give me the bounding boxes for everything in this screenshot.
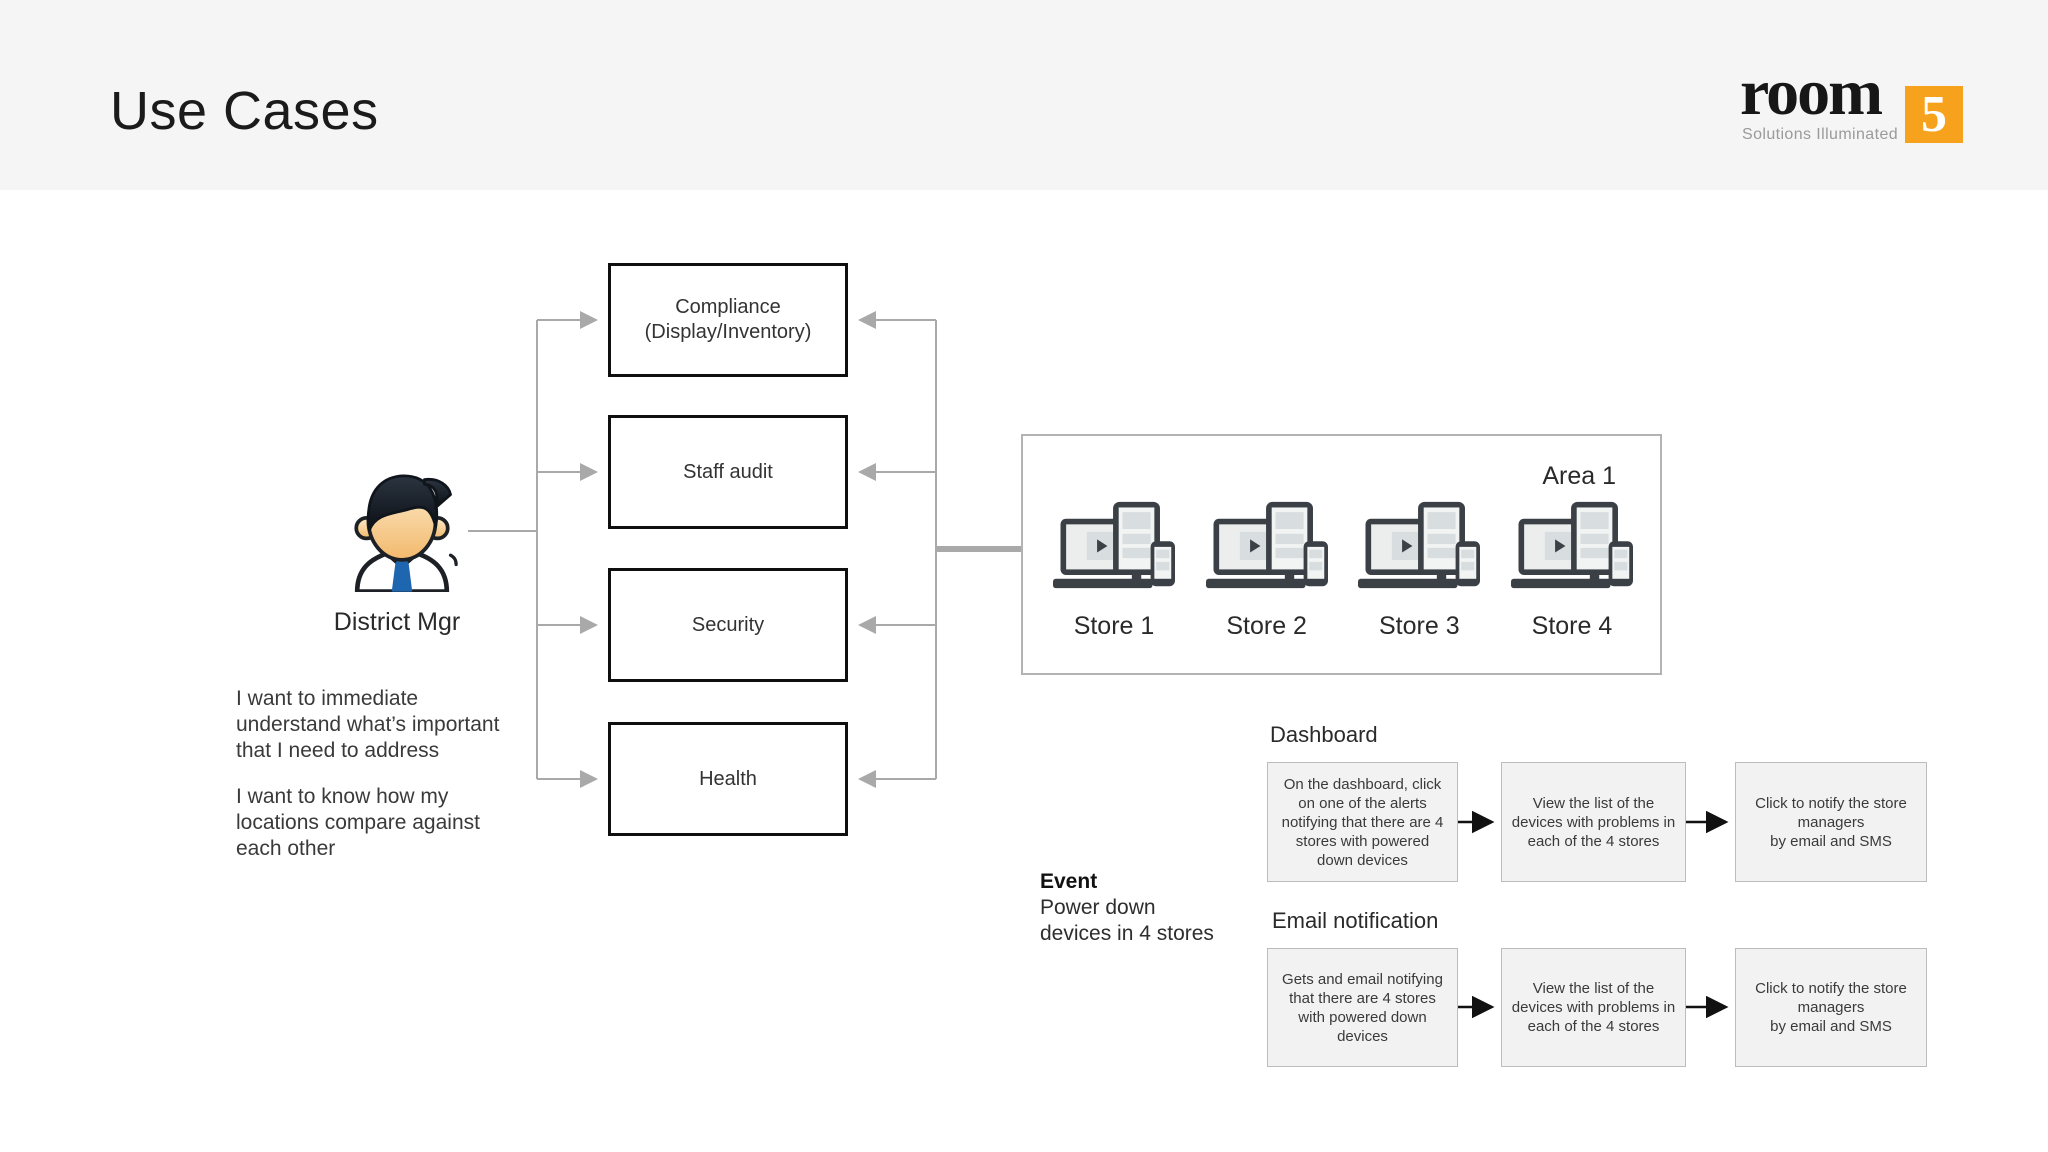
page-title: Use Cases [110,81,379,141]
usecase-security: Security [608,568,848,682]
flow-title-email-notification: Email notification [1272,908,1439,933]
district-manager-icon [354,474,458,592]
actor-goal-1: I want to immediate understand what’s im… [236,687,500,762]
devices-icon [1053,501,1175,589]
dashboard-step-3: Click to notify the store managers by em… [1735,762,1927,882]
usecase-health: Health [608,722,848,836]
dashboard-step-1: On the dashboard, click on one of the al… [1267,762,1458,882]
store-label: Store 1 [1073,612,1155,640]
store-1: Store 1 [1045,498,1183,641]
logo-badge-number: 5 [1921,86,1947,143]
area-label: Area 1 [1542,462,1616,490]
store-3: Store 3 [1350,498,1488,641]
store-4: Store 4 [1503,498,1641,641]
stores-row: Store 1 Store 2 Store 3 Store 4 [1045,498,1641,641]
actor-name: District Mgr [333,608,461,636]
actor-goal-2: I want to know how my locations compare … [236,785,480,860]
area-box: Area 1 [1021,434,1662,675]
devices-icon [1510,501,1633,589]
email-step-3: Click to notify the store managers by em… [1735,948,1927,1067]
devices-icon [1358,501,1481,589]
email-step-2: View the list of the devices with proble… [1501,948,1686,1067]
event-note: Event Power down devices in 4 stores [1040,869,1270,947]
logo-badge: 5 [1905,86,1963,143]
store-label: Store 4 [1531,612,1613,640]
flow-title-dashboard: Dashboard [1270,722,1378,747]
header: Use Cases room Solutions Illuminated 5 [0,0,2048,190]
event-label: Event [1040,870,1098,893]
logo-brand-text: room [1740,56,1883,129]
dashboard-step-2: View the list of the devices with proble… [1501,762,1686,882]
store-label: Store 2 [1226,612,1307,640]
logo-tagline: Solutions Illuminated [1742,126,1899,143]
event-description: Power down devices in 4 stores [1040,896,1214,945]
usecase-staff-audit: Staff audit [608,415,848,529]
usecase-compliance: Compliance (Display/Inventory) [608,263,848,377]
store-label: Store 3 [1379,612,1460,640]
company-logo: room Solutions Illuminated 5 [1740,60,1970,156]
devices-icon [1205,501,1328,589]
email-step-1: Gets and email notifying that there are … [1267,948,1458,1067]
store-2: Store 2 [1198,498,1336,641]
